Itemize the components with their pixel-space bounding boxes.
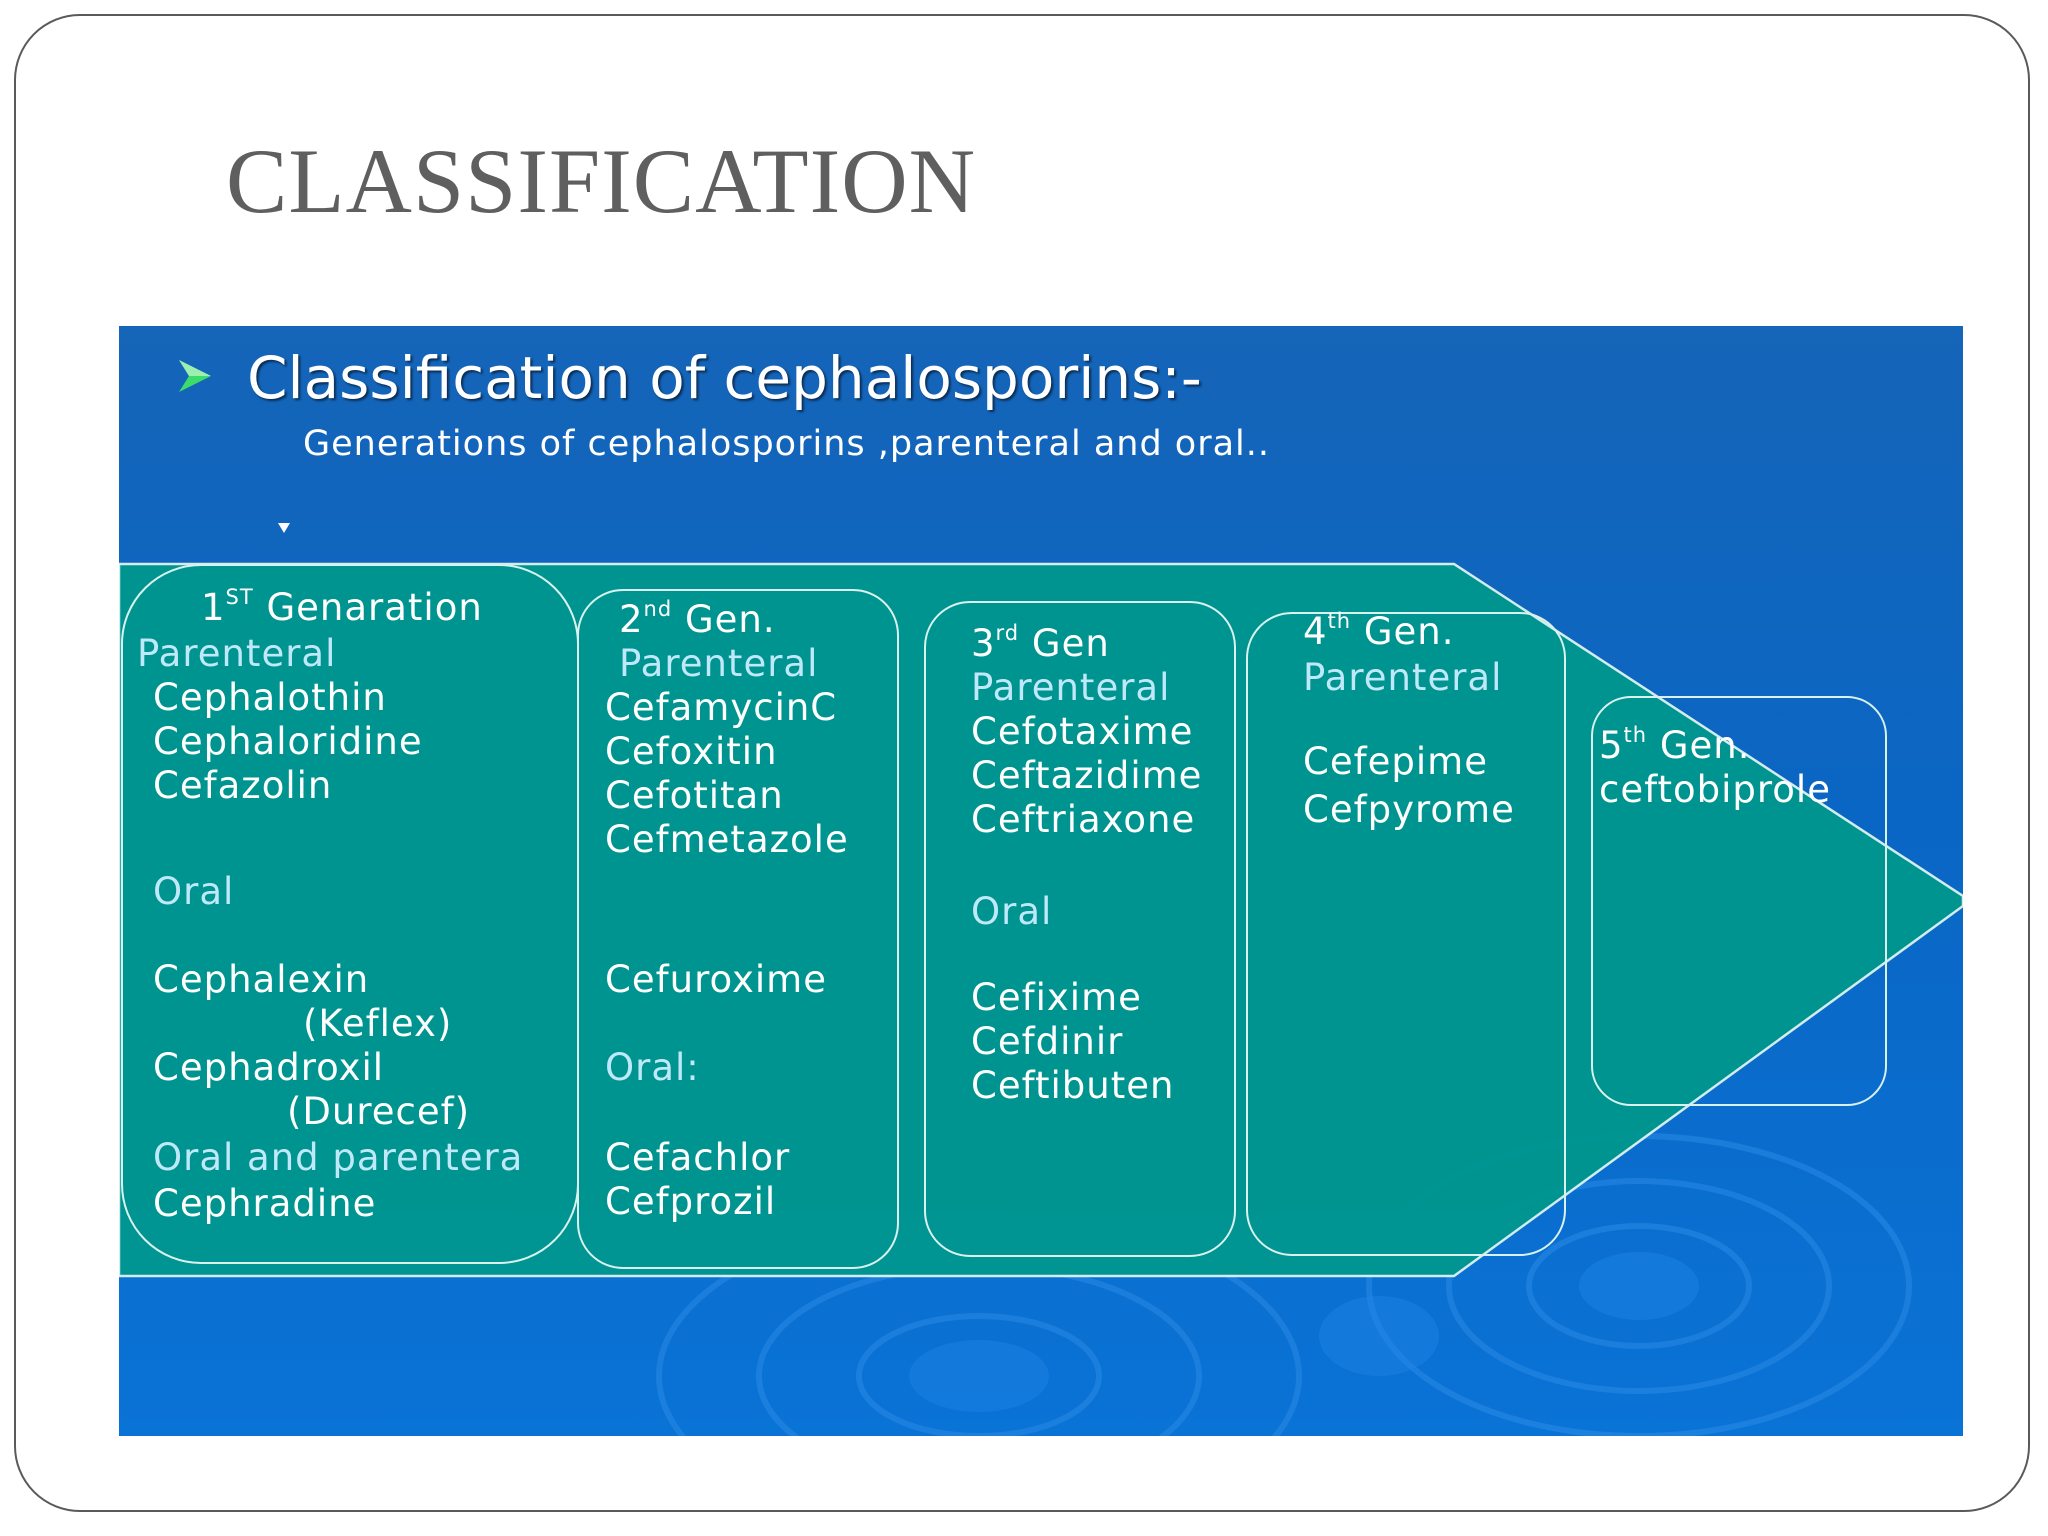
generation-2-word: Gen. bbox=[684, 598, 776, 641]
generation-4-header: 4th Gen. bbox=[1303, 610, 1455, 654]
generation-1-number: 1 bbox=[201, 586, 226, 629]
small-triangle-icon bbox=[278, 523, 290, 533]
generation-5-header: 5th Gen. bbox=[1599, 724, 1751, 768]
generation-1-oral-parenteral-label: Oral and parentera bbox=[153, 1136, 524, 1179]
generation-3-oral-list: Cefixime Cefdinir Ceftibuten bbox=[971, 976, 1174, 1108]
generation-4-word: Gen. bbox=[1363, 610, 1455, 653]
generation-3-header: 3rd Gen bbox=[971, 622, 1110, 666]
generations-arrow-shape bbox=[119, 562, 1963, 1278]
generation-3-parenteral-list: Cefotaxime Ceftazidime Ceftriaxone bbox=[971, 710, 1202, 842]
panel-heading: Classification of cephalosporins:- bbox=[247, 344, 1202, 412]
generation-1-parenteral-list: Cephalothin Cephaloridine Cefazolin bbox=[153, 676, 423, 808]
bullet-arrow-icon bbox=[179, 360, 211, 392]
generation-3-oral-label: Oral bbox=[971, 890, 1053, 933]
drug-item: Cephalothin bbox=[153, 676, 387, 719]
generation-3-parenteral-label: Parenteral bbox=[971, 666, 1171, 709]
drug-item: Cephaloridine bbox=[153, 720, 423, 763]
drug-item: Cefoxitin bbox=[605, 730, 778, 773]
drug-item: Cephradine bbox=[153, 1182, 377, 1225]
generation-2-oral-label: Oral: bbox=[605, 1046, 700, 1089]
generation-4-parenteral-label: Parenteral bbox=[1303, 656, 1503, 699]
panel-subheading: Generations of cephalosporins ,parentera… bbox=[303, 424, 1271, 464]
drug-item: Cefixime bbox=[971, 976, 1142, 1019]
generation-3-word: Gen bbox=[1031, 622, 1110, 665]
drug-item: Ceftazidime bbox=[971, 754, 1203, 797]
generation-2-parenteral-label: Parenteral bbox=[619, 642, 819, 685]
drug-item: Cefpyrome bbox=[1303, 788, 1515, 831]
generation-1-suffix: ST bbox=[225, 585, 254, 609]
generation-1-oral-label: Oral bbox=[153, 870, 235, 913]
drug-item: Cefprozil bbox=[605, 1180, 777, 1223]
drug-item: Cefotaxime bbox=[971, 710, 1194, 753]
generation-2-header: 2nd Gen. bbox=[619, 598, 776, 642]
slide-title: CLASSIFICATION bbox=[226, 130, 977, 232]
drug-item: Ceftriaxone bbox=[971, 798, 1196, 841]
generation-5-box bbox=[1591, 696, 1887, 1106]
generation-4-suffix: th bbox=[1327, 609, 1352, 633]
ripple-background bbox=[656, 1133, 1912, 1436]
generation-5-suffix: th bbox=[1623, 723, 1648, 747]
generation-2-number: 2 bbox=[619, 598, 644, 641]
drug-item: Cefachlor bbox=[605, 1136, 791, 1179]
drug-item: Cefazolin bbox=[153, 764, 333, 807]
drug-item: Cefdinir bbox=[971, 1020, 1124, 1063]
generation-2-oral-list: Cefachlor Cefprozil bbox=[605, 1136, 790, 1224]
drug-item: Cephadroxil bbox=[153, 1046, 385, 1089]
drug-item: Cefuroxime bbox=[605, 958, 827, 1001]
generation-5-word: Gen. bbox=[1659, 724, 1751, 767]
generation-3-box bbox=[924, 601, 1236, 1257]
drug-item: ceftobiprole bbox=[1599, 768, 1831, 811]
generation-2-suffix: nd bbox=[643, 597, 673, 621]
generation-3-suffix: rd bbox=[995, 621, 1020, 645]
generation-1-header: 1ST Genaration bbox=[201, 586, 483, 630]
generation-1-word: Genaration bbox=[266, 586, 483, 629]
drug-item: CefamycinC bbox=[605, 686, 838, 729]
drug-item: (Durecef) bbox=[287, 1090, 471, 1133]
generation-5-number: 5 bbox=[1599, 724, 1624, 767]
drug-item: Cefmetazole bbox=[605, 818, 849, 861]
generation-3-number: 3 bbox=[971, 622, 996, 665]
generation-2-box bbox=[577, 589, 899, 1269]
drug-item: Cefotitan bbox=[605, 774, 784, 817]
drug-item: Cephalexin bbox=[153, 958, 370, 1001]
drug-item: Ceftibuten bbox=[971, 1064, 1175, 1107]
generation-1-oral-list: Cephalexin (Keflex) Cephadroxil (Durecef… bbox=[153, 958, 470, 1134]
generation-4-parenteral-list: Cefepime Cefpyrome bbox=[1303, 740, 1515, 832]
generation-4-number: 4 bbox=[1303, 610, 1328, 653]
generation-4-box bbox=[1246, 612, 1566, 1256]
generation-1-parenteral-label: Parenteral bbox=[137, 632, 337, 675]
generation-2-parenteral-list: CefamycinC Cefoxitin Cefotitan Cefmetazo… bbox=[605, 686, 849, 862]
classification-image-panel: Classification of cephalosporins:- Gener… bbox=[119, 326, 1963, 1436]
drug-item: (Keflex) bbox=[303, 1002, 453, 1045]
drug-item: Cefepime bbox=[1303, 740, 1488, 783]
